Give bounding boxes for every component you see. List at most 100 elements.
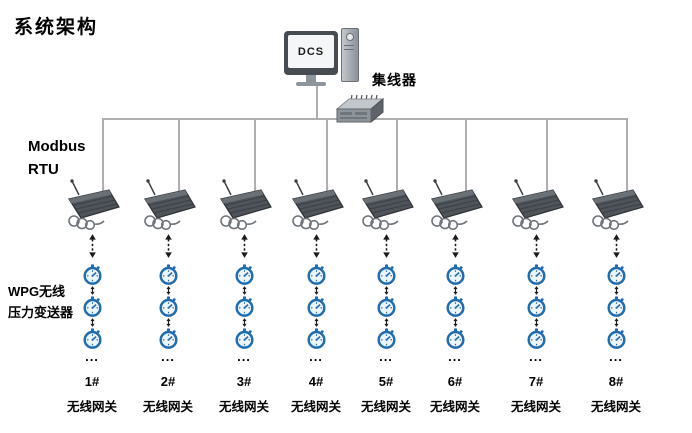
link-arrow-icon [383,318,390,327]
monitor-stand-base [296,82,326,86]
gateway-label: 无线网关 [66,400,117,414]
dcs-monitor: DCS [284,31,338,75]
pressure-transmitter-icon [235,296,254,317]
ellipsis: ... [309,349,323,364]
drop-line-1 [102,118,104,194]
wireless-gateway-icon [284,178,348,230]
ellipsis: ... [609,349,623,364]
drop-line-3 [254,118,256,194]
wireless-gateway-icon [354,178,418,230]
gateway-number: 1# [84,374,100,389]
pressure-transmitter-icon [377,328,396,349]
drop-line-7 [546,118,548,194]
gateway-column-4: ... 4# 无线网关 [279,178,353,415]
gateway-label: 无线网关 [429,400,480,414]
hub-icon [335,94,385,124]
gateway-label: 无线网关 [142,400,193,414]
drive-slot [344,49,354,50]
pressure-transmitter-icon [527,264,546,285]
page-title: 系统架构 [14,17,99,38]
wireless-gateway-icon [60,178,124,230]
gateway-number: 6# [447,374,463,389]
wireless-gateway-icon [423,178,487,230]
pc-tower-icon [341,28,359,82]
gateway-label: 无线网关 [290,400,341,414]
link-arrow-icon [452,318,459,327]
wireless-link-arrow-icon [87,233,98,259]
link-arrow-icon [89,318,96,327]
wireless-link-arrow-icon [531,233,542,259]
drop-line-6 [465,118,467,194]
pressure-transmitter-icon [83,296,102,317]
link-arrow-icon [165,318,172,327]
link-arrow-icon [165,286,172,295]
pressure-transmitter-icon [159,296,178,317]
link-arrow-icon [613,286,620,295]
wireless-gateway-icon [136,178,200,230]
wireless-gateway-icon [504,178,568,230]
gateway-number: 8# [608,374,624,389]
pressure-transmitter-icon [607,264,626,285]
pressure-transmitter-icon [159,264,178,285]
modbus-rtu-label: Modbus RTU [28,138,86,178]
link-arrow-icon [241,318,248,327]
pressure-transmitter-icon [607,328,626,349]
gateway-label: 无线网关 [218,400,269,414]
gateway-label: 无线网关 [510,400,561,414]
gateway-label: 无线网关 [360,400,411,414]
gateway-column-3: ... 3# 无线网关 [207,178,281,415]
gateway-number: 2# [160,374,176,389]
wireless-link-arrow-icon [311,233,322,259]
gateway-label: 无线网关 [590,400,641,414]
link-arrow-icon [313,318,320,327]
drop-line-2 [178,118,180,194]
pressure-transmitter-icon [307,264,326,285]
pressure-transmitter-icon [527,296,546,317]
power-button-icon [346,33,354,41]
wireless-link-arrow-icon [611,233,622,259]
pressure-transmitter-icon [235,264,254,285]
drop-line-5 [396,118,398,194]
gateway-column-7: ... 7# 无线网关 [499,178,573,415]
pressure-transmitter-icon [159,328,178,349]
drop-line-4 [326,118,328,194]
wireless-link-arrow-icon [239,233,250,259]
ellipsis: ... [85,349,99,364]
pressure-transmitter-icon [307,328,326,349]
gateway-number: 7# [528,374,544,389]
wireless-gateway-icon [212,178,276,230]
link-arrow-icon [452,286,459,295]
pressure-transmitter-icon [446,296,465,317]
pressure-transmitter-icon [377,296,396,317]
pressure-transmitter-icon [446,264,465,285]
ellipsis: ... [161,349,175,364]
monitor-stand [306,75,316,82]
wireless-link-arrow-icon [163,233,174,259]
gateway-column-5: ... 5# 无线网关 [349,178,423,415]
link-arrow-icon [89,286,96,295]
ellipsis: ... [448,349,462,364]
ellipsis: ... [237,349,251,364]
link-arrow-icon [241,286,248,295]
gateway-number: 5# [378,374,394,389]
wireless-gateway-icon [584,178,648,230]
ellipsis: ... [379,349,393,364]
gateway-number: 4# [308,374,324,389]
pressure-transmitter-icon [307,296,326,317]
gateway-column-6: ... 6# 无线网关 [418,178,492,415]
pressure-transmitter-icon [83,264,102,285]
hub-label: 集线器 [372,72,417,88]
gateway-column-1: ... 1# 无线网关 [55,178,129,415]
drive-slot [344,45,354,46]
link-arrow-icon [313,286,320,295]
ellipsis: ... [529,349,543,364]
pressure-transmitter-icon [377,264,396,285]
link-arrow-icon [383,286,390,295]
dcs-screen-label: DCS [288,35,334,68]
gateway-column-2: ... 2# 无线网关 [131,178,205,415]
link-arrow-icon [533,318,540,327]
gateway-number: 3# [236,374,252,389]
gateway-column-8: ... 8# 无线网关 [579,178,653,415]
pressure-transmitter-icon [235,328,254,349]
